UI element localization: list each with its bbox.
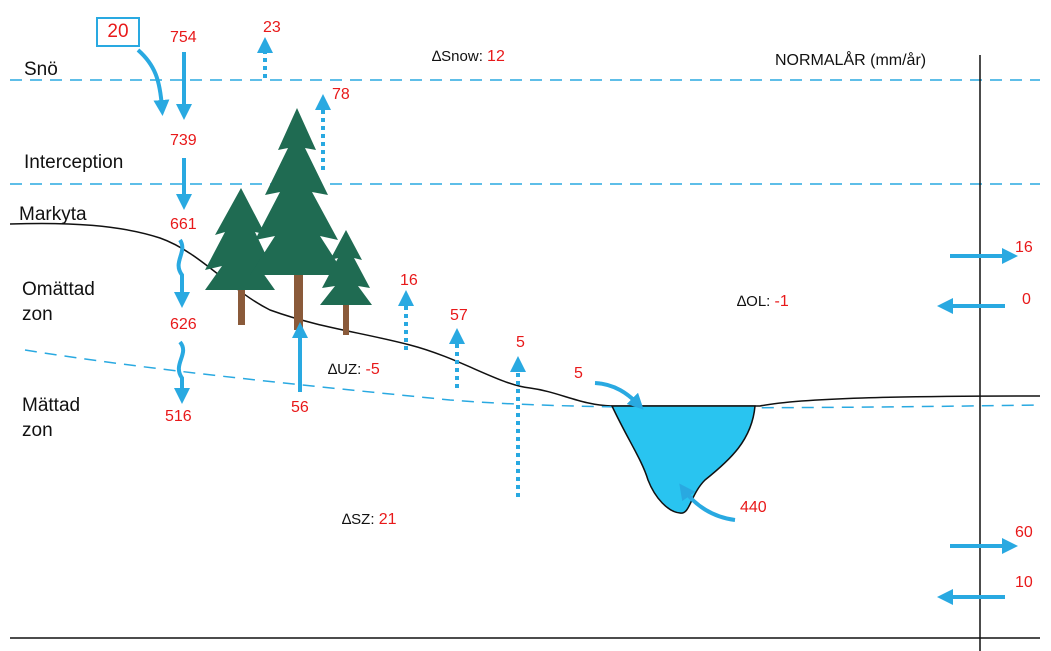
value-percolation: 516	[165, 408, 192, 425]
value-sz-out: 60	[1015, 524, 1033, 541]
ground-surface-line	[9, 222, 1041, 407]
layer-label-saturated: Mättad zon	[22, 395, 81, 441]
value-gw-to-lake: 440	[740, 499, 767, 516]
value-interception-out: 661	[170, 216, 197, 233]
value-snow-evap: 23	[263, 19, 281, 36]
layer-label-snow: Snö	[24, 59, 58, 80]
delta-sz-value: 21	[378, 511, 397, 528]
gw-to-lake-arrow	[679, 483, 736, 522]
groundwater-table-line	[24, 349, 1041, 409]
value-precip: 754	[170, 29, 197, 46]
value-snow-out: 739	[170, 132, 197, 149]
diagram-title: NORMALÅR (mm/år)	[775, 52, 927, 69]
value-uz-evap2: 57	[450, 307, 468, 324]
percolation-arrow	[174, 340, 190, 404]
lake-icon	[610, 405, 756, 514]
tree-icon	[205, 108, 372, 335]
delta-uz-label: ∆UZ:	[328, 361, 362, 378]
precipitation-box: 20	[96, 17, 140, 47]
delta-sz-label: ∆SZ:	[342, 511, 375, 528]
delta-ol-label: ∆OL:	[737, 293, 771, 310]
delta-snow-value: 12	[487, 48, 505, 65]
layer-label-unsaturated: Omättad zon	[22, 279, 95, 325]
layer-label-surface: Markyta	[19, 204, 87, 225]
value-ol-out: 16	[1015, 239, 1033, 256]
delta-sz: ∆SZ: 21	[342, 512, 396, 528]
value-sz-in: 10	[1015, 574, 1033, 591]
delta-uz-value: -5	[365, 361, 380, 378]
value-uz-evap: 16	[400, 272, 418, 289]
value-interception-evap: 78	[332, 86, 350, 103]
value-infiltration: 626	[170, 316, 197, 333]
infiltration-arrow	[174, 238, 190, 308]
delta-ol-value: -1	[774, 293, 789, 310]
delta-snow-label: ∆Snow:	[432, 48, 483, 65]
value-uptake: 56	[291, 399, 309, 416]
layer-label-interception: Interception	[24, 152, 124, 173]
surface-to-lake-arrow	[594, 381, 644, 410]
precip-curved-arrow	[136, 48, 170, 116]
value-sz-evap: 5	[516, 334, 525, 351]
delta-ol: ∆OL: -1	[737, 294, 789, 310]
delta-snow: ∆Snow: 12	[432, 49, 505, 65]
delta-uz: ∆UZ: -5	[328, 362, 380, 378]
value-surface-to-lake: 5	[574, 365, 583, 382]
value-ol-in: 0	[1022, 291, 1031, 308]
